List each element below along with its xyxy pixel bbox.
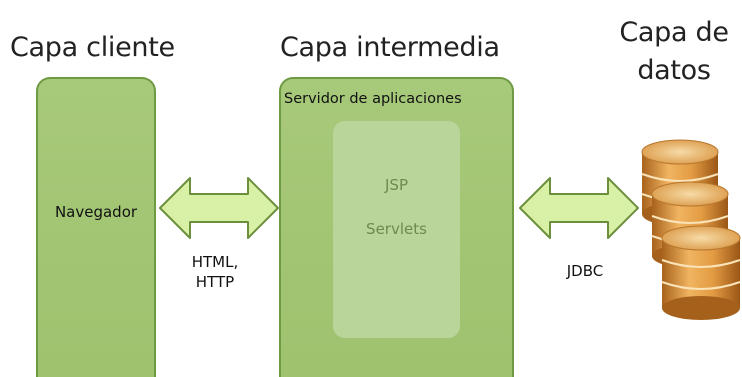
- client-layer-heading: Capa cliente: [10, 32, 175, 63]
- database-cylinder-3: [661, 225, 741, 320]
- jdbc-label: JDBC: [566, 262, 604, 280]
- database-icon: [641, 139, 741, 320]
- http-protocol-label: HTML, HTTP: [170, 252, 260, 292]
- jdbc-double-arrow-icon: [519, 177, 639, 239]
- middle-layer-heading: Capa intermedia: [280, 32, 500, 63]
- browser-label: Navegador: [54, 203, 138, 221]
- http-double-arrow-icon: [159, 177, 279, 239]
- jsp-label: JSP: [385, 176, 408, 194]
- protocol-http-label: HTTP: [195, 273, 235, 291]
- web-container-panel: [333, 121, 460, 338]
- servlets-label: Servlets: [366, 220, 427, 238]
- protocol-html-label: HTML,: [191, 253, 239, 271]
- app-server-label: Servidor de aplicaciones: [284, 91, 462, 107]
- client-panel: [36, 77, 156, 377]
- data-layer-heading: Capa de datos: [619, 17, 729, 86]
